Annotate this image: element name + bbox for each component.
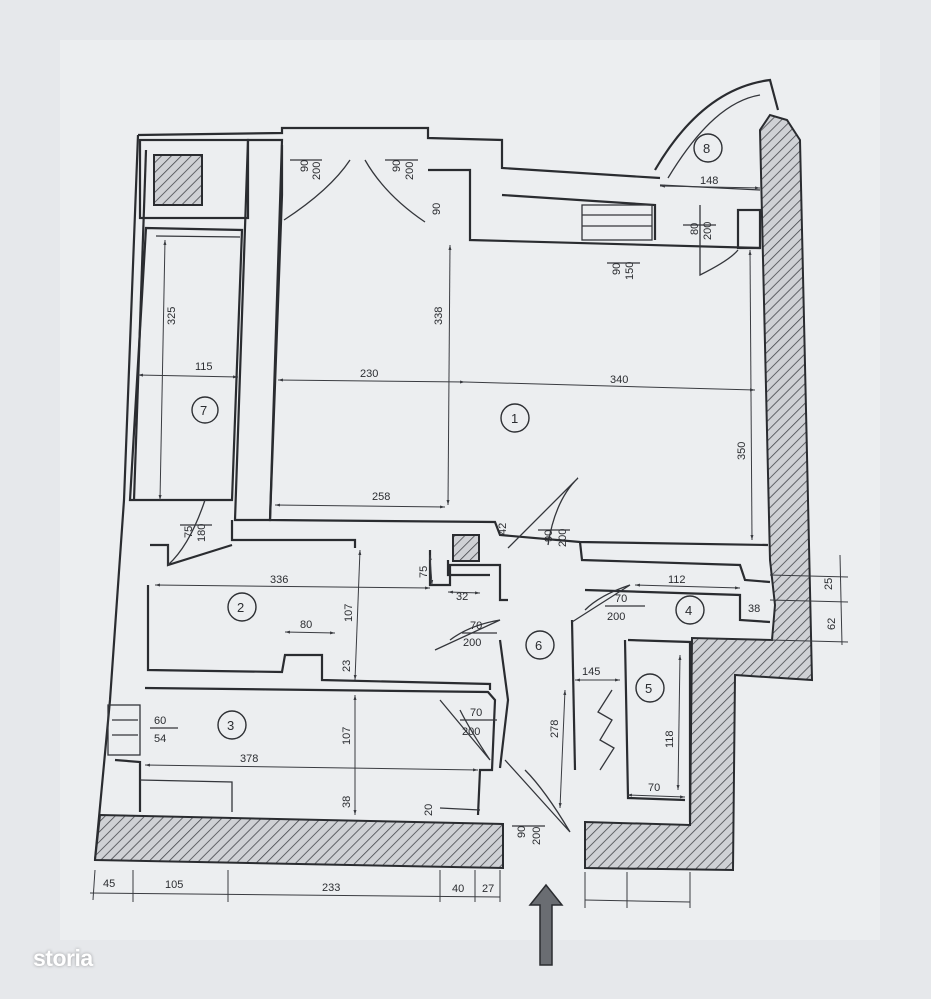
dim-350: 350	[736, 442, 748, 460]
room7-door-width: 75	[183, 526, 195, 538]
dim-258: 258	[372, 491, 390, 503]
room-4-number: 4	[685, 603, 692, 618]
room-3-outline	[144, 686, 497, 816]
dim-75: 75	[418, 566, 430, 578]
dim-23: 23	[341, 660, 353, 672]
room-1-number: 1	[511, 411, 518, 426]
dim-25: 25	[823, 578, 835, 590]
room2-door-width: 70	[470, 620, 482, 632]
room-7-outline	[128, 226, 244, 502]
dim-45: 45	[103, 878, 115, 890]
room-7-number: 7	[200, 403, 207, 418]
entrance-door-height: 200	[531, 827, 543, 845]
room-5-number: 5	[645, 681, 652, 696]
dim-90: 90	[431, 203, 443, 215]
dim-336: 336	[270, 574, 288, 586]
chimney-block	[153, 154, 203, 206]
dim-32: 32	[456, 591, 468, 603]
window3-height: 54	[154, 733, 166, 745]
dim-278: 278	[549, 720, 561, 738]
dim-105: 105	[165, 879, 183, 891]
doors	[167, 159, 739, 833]
dim-148: 148	[700, 175, 718, 187]
balcony-door-height: 200	[702, 222, 714, 240]
room-4-outline	[584, 588, 771, 624]
entrance-door-width: 90	[516, 826, 528, 838]
door-top-left-height: 200	[311, 162, 323, 180]
dim-107: 107	[343, 604, 355, 622]
dim-230: 230	[360, 368, 378, 380]
room7-door-height: 180	[196, 524, 208, 542]
outer-walls	[93, 113, 814, 872]
balcony-window-height: 150	[624, 262, 636, 280]
south-wall-left	[93, 813, 504, 870]
room-3-number: 3	[227, 718, 234, 733]
entrance-arrow	[528, 883, 564, 966]
dim-80: 80	[300, 619, 312, 631]
dim-20: 20	[423, 804, 435, 816]
dim-38-room3: 38	[341, 796, 353, 808]
dim-27: 27	[482, 883, 494, 895]
dim-340: 340	[610, 374, 628, 386]
room1-door-width: 90	[543, 530, 555, 542]
dim-62: 62	[826, 618, 838, 630]
room-2-number: 2	[237, 600, 244, 615]
room-1-outline	[268, 145, 769, 547]
dim-42: 42	[497, 523, 509, 535]
storia-watermark-logo: storia	[33, 945, 93, 971]
room-6-number: 6	[535, 638, 542, 653]
wardrobe-zigzag	[597, 689, 615, 771]
dim-107-room3: 107	[341, 727, 353, 745]
balcony-door-width: 80	[689, 223, 701, 235]
dim-145: 145	[582, 666, 600, 678]
window-3-box	[107, 704, 141, 756]
dim-70: 70	[648, 782, 660, 794]
room-8-balcony	[654, 78, 780, 171]
door-top-right-width: 90	[391, 160, 403, 172]
room3-door-width: 70	[470, 707, 482, 719]
balcony-step	[581, 204, 653, 241]
window3-width: 60	[154, 715, 166, 727]
dimension-labels: 230 340 338 350 258 325 115 336 107 80 2…	[103, 175, 838, 895]
south-wall-right	[584, 113, 814, 872]
dim-378: 378	[240, 753, 258, 765]
door-label-bars	[150, 159, 716, 827]
room4-door-height: 200	[607, 611, 625, 623]
dim-118: 118	[664, 730, 676, 748]
room1-door-height: 200	[557, 529, 569, 547]
balcony-window-width: 90	[611, 263, 623, 275]
door-top-right-height: 200	[404, 162, 416, 180]
dim-40: 40	[452, 883, 464, 895]
dim-112: 112	[668, 574, 686, 586]
dim-115: 115	[195, 361, 213, 373]
dimension-lines	[89, 184, 849, 908]
vent-shaft	[452, 534, 480, 562]
room4-door-width: 70	[615, 593, 627, 605]
dim-233: 233	[322, 882, 340, 894]
room3-door-height: 200	[462, 726, 480, 738]
room-number-circles	[191, 133, 723, 740]
door-top-left-width: 90	[299, 160, 311, 172]
dim-325: 325	[166, 307, 178, 325]
door-labels: 90 200 90 200 90 150 80 200 75 180 90 20…	[154, 160, 714, 845]
room-8-number: 8	[703, 141, 710, 156]
room2-door-height: 200	[463, 637, 481, 649]
dim-38: 38	[748, 603, 760, 615]
dim-338: 338	[433, 307, 445, 325]
